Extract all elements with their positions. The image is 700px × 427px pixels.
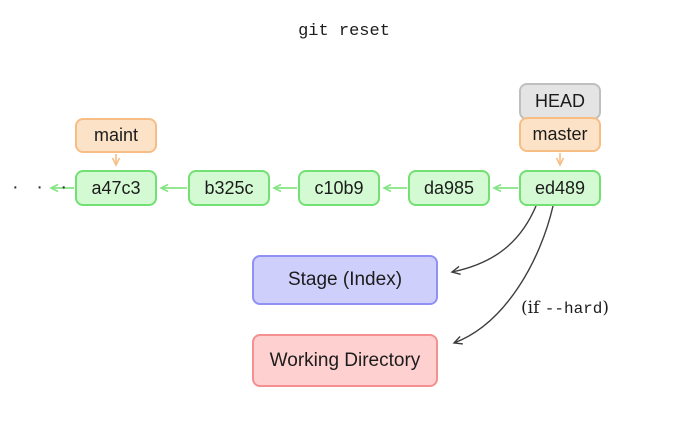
branch-ref-maint: maint — [75, 118, 157, 153]
commit-label: b325c — [204, 177, 254, 198]
branch-label: maint — [93, 125, 138, 145]
branch-label: master — [532, 124, 588, 144]
commit-label: da985 — [423, 177, 475, 198]
annotation-suffix: ) — [602, 298, 610, 318]
commit-label: a47c3 — [91, 177, 141, 198]
stage-index-label: Stage (Index) — [287, 269, 403, 290]
commit-label: c10b9 — [314, 177, 364, 198]
commit-node-b325c: b325c — [188, 170, 270, 206]
stage-index-box: Stage (Index) — [252, 255, 438, 305]
branch-ref-master: master — [519, 117, 601, 152]
commit-node-da985: da985 — [408, 170, 490, 206]
annotation-code: --hard — [544, 300, 603, 318]
reset-arrow-to-stage — [450, 205, 537, 275]
if-hard-annotation: (if --hard) — [521, 298, 609, 318]
commit-node-a47c3: a47c3 — [75, 170, 157, 206]
history-ellipsis: · · · — [12, 176, 74, 198]
diagram-title: git reset — [298, 22, 390, 41]
commit-label: ed489 — [534, 177, 586, 198]
head-tag: HEAD — [519, 83, 601, 120]
head-label: HEAD — [534, 91, 585, 111]
working-directory-label: Working Directory — [269, 349, 421, 371]
working-directory-box: Working Directory — [252, 334, 438, 387]
commit-node-c10b9: c10b9 — [298, 170, 380, 206]
commit-node-ed489: ed489 — [519, 170, 601, 206]
annotation-prefix: (if — [521, 298, 545, 318]
reset-arrow-to-working-directory — [452, 205, 554, 345]
